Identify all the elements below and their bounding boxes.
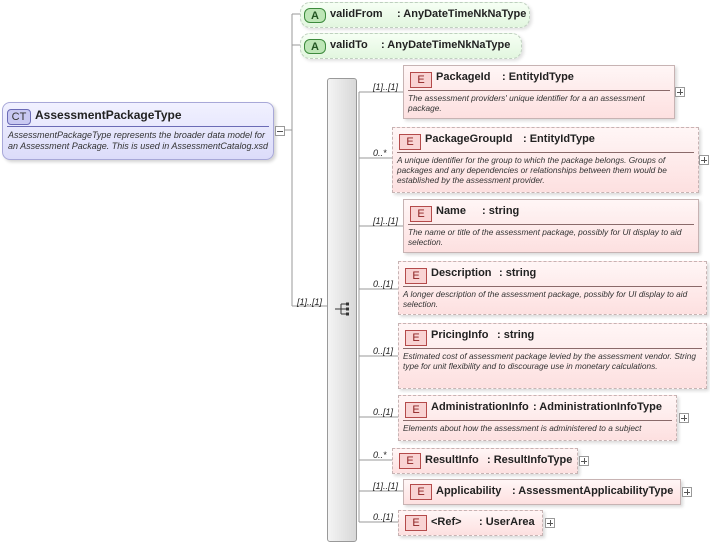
element-doc: The assessment providers' unique identif… (408, 93, 645, 113)
element-name: Applicability (436, 485, 502, 497)
sequence-bar[interactable] (327, 78, 357, 542)
attribute-name: validFrom (330, 8, 383, 20)
element-name: PackageGroupId (425, 133, 513, 145)
divider (403, 348, 702, 349)
element-cardinality: 0..[1] (373, 512, 394, 522)
element-type: : AdministrationInfoType (533, 401, 662, 413)
element-name: ResultInfo (425, 454, 479, 466)
element-name: Description (431, 267, 492, 279)
element-type: : UserArea (479, 516, 535, 528)
element-type: : string (499, 267, 537, 279)
element-type: : EntityIdType (523, 133, 595, 145)
element-cardinality: [1]..[1] (373, 216, 399, 226)
divider (403, 286, 702, 287)
element-cardinality: 0..[1] (373, 346, 394, 356)
element-badge: E (410, 484, 432, 500)
attribute-validfrom[interactable]: A validFrom : AnyDateTimeNkNaType (300, 2, 530, 28)
element-packagegroupid[interactable]: E PackageGroupId : EntityIdType A unique… (392, 127, 699, 193)
expand-icon[interactable] (579, 456, 589, 466)
element-badge: E (410, 72, 432, 88)
element-cardinality: 0..* (373, 450, 387, 460)
complex-type-box[interactable]: CT AssessmentPackageType AssessmentPacka… (2, 102, 274, 160)
complex-type-doc: AssessmentPackageType represents the bro… (8, 130, 268, 151)
element-administrationinfo[interactable]: E AdministrationInfo : AdministrationInf… (398, 395, 677, 441)
expand-icon[interactable] (675, 87, 685, 97)
element-cardinality: 0..* (373, 148, 387, 158)
element-name[interactable]: E Name : string The name or title of the… (403, 199, 699, 253)
element-name: PackageId (436, 71, 491, 83)
divider (7, 126, 269, 127)
element-name: <Ref> (431, 516, 462, 528)
element-cardinality: 0..[1] (373, 407, 394, 417)
element-cardinality: 0..[1] (373, 279, 394, 289)
expand-icon[interactable] (699, 155, 709, 165)
complex-type-badge: CT (7, 109, 31, 125)
element-applicability[interactable]: E Applicability : AssessmentApplicabilit… (403, 479, 681, 505)
element-cardinality: [1]..[1] (373, 82, 399, 92)
element-resultinfo[interactable]: E ResultInfo : ResultInfoType (392, 448, 578, 474)
element-cardinality: [1]..[1] (373, 481, 399, 491)
element-badge: E (405, 402, 427, 418)
divider (403, 420, 672, 421)
element-badge: E (410, 206, 432, 222)
complex-type-name: AssessmentPackageType (35, 108, 182, 122)
element-type: : ResultInfoType (487, 454, 573, 466)
element-packageid[interactable]: E PackageId : EntityIdType The assessmen… (403, 65, 675, 119)
element-doc: The name or title of the assessment pack… (408, 227, 682, 247)
expand-icon[interactable] (679, 413, 689, 423)
expand-icon[interactable] (682, 487, 692, 497)
attribute-type: : AnyDateTimeNkNaType (381, 39, 511, 51)
attribute-validto[interactable]: A validTo : AnyDateTimeNkNaType (300, 33, 522, 59)
element-description[interactable]: E Description : string A longer descript… (398, 261, 707, 315)
element-badge: E (399, 453, 421, 469)
element-name: PricingInfo (431, 329, 489, 341)
sequence-cardinality: [1]..[1] (297, 297, 323, 307)
element-doc: Estimated cost of assessment package lev… (403, 351, 696, 371)
element-badge: E (405, 330, 427, 346)
element-name-label: Name (436, 205, 466, 217)
divider (397, 152, 694, 153)
divider (408, 90, 670, 91)
element-type: : string (482, 205, 520, 217)
element-type: : AssessmentApplicabilityType (512, 485, 674, 497)
element-doc: A unique identifier for the group to whi… (397, 155, 667, 185)
sequence-icon (335, 302, 349, 316)
element-badge: E (405, 515, 427, 531)
element-name: AdministrationInfo (431, 401, 529, 413)
divider (408, 224, 694, 225)
expand-icon[interactable] (545, 518, 555, 528)
element-badge: E (399, 134, 421, 150)
element-pricinginfo[interactable]: E PricingInfo : string Estimated cost of… (398, 323, 707, 389)
element-doc: A longer description of the assessment p… (403, 289, 688, 309)
collapse-icon[interactable] (275, 126, 285, 136)
element-doc: Elements about how the assessment is adm… (403, 423, 642, 433)
element-badge: E (405, 268, 427, 284)
attribute-badge: A (304, 8, 326, 23)
attribute-badge: A (304, 39, 326, 54)
attribute-name: validTo (330, 39, 368, 51)
attribute-type: : AnyDateTimeNkNaType (397, 8, 527, 20)
element-ref-userarea[interactable]: E <Ref> : UserArea (398, 510, 543, 536)
element-type: : string (497, 329, 535, 341)
element-type: : EntityIdType (502, 71, 574, 83)
